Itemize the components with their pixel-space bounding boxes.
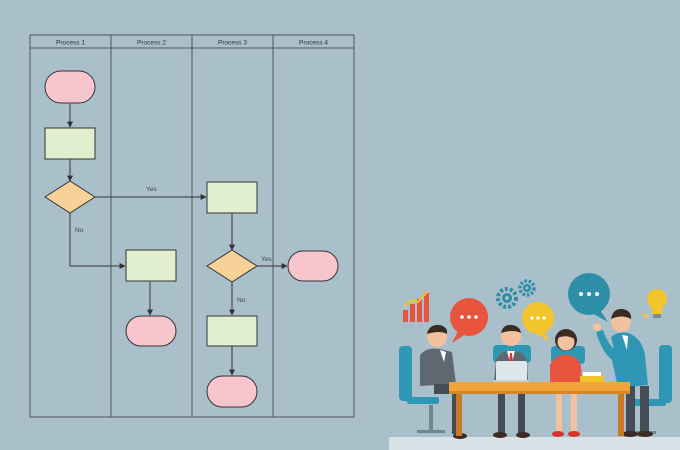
end-terminal-2 bbox=[206, 375, 258, 408]
person-woman bbox=[550, 329, 582, 437]
lane-header-process-1: Process 1 bbox=[56, 40, 85, 47]
task-process-1 bbox=[44, 127, 96, 160]
team-meeting-illustration bbox=[389, 273, 680, 450]
person-left bbox=[420, 324, 467, 439]
task-process-2 bbox=[125, 249, 177, 282]
person-center bbox=[493, 324, 530, 438]
task-process-3 bbox=[206, 181, 258, 214]
person-standing bbox=[593, 308, 653, 437]
ellipsis-bubble-icon-yellow bbox=[522, 302, 554, 342]
edge-label-no-left: No bbox=[75, 227, 84, 234]
end-terminal-process-4 bbox=[287, 250, 339, 282]
lane-header-process-2: Process 2 bbox=[137, 40, 166, 47]
floor bbox=[389, 437, 680, 450]
decision-1 bbox=[44, 180, 96, 214]
edge-label-yes-right: Yes bbox=[261, 256, 272, 263]
meeting-table bbox=[449, 372, 630, 436]
task-process-4 bbox=[206, 315, 258, 347]
edge-label-yes-top: Yes bbox=[146, 186, 157, 193]
connectors bbox=[67, 104, 288, 376]
ellipsis-bubble-icon-blue bbox=[568, 273, 610, 322]
lane-header-process-4: Process 4 bbox=[299, 40, 328, 47]
lane-header-process-3: Process 3 bbox=[218, 40, 247, 47]
swimlane-diagram: Process 1 Process 2 Process 3 Process 4 … bbox=[29, 34, 355, 418]
start-terminal bbox=[44, 70, 96, 104]
ellipsis-bubble-icon bbox=[450, 298, 488, 343]
edge-decision1-no bbox=[69, 213, 126, 269]
gear-icon bbox=[496, 279, 536, 309]
bar-chart-arrow-icon bbox=[403, 290, 429, 322]
edge-label-no-bottom: No bbox=[237, 297, 246, 304]
end-terminal-1 bbox=[125, 315, 177, 347]
decision-2 bbox=[206, 249, 258, 283]
lightbulb-icon bbox=[641, 289, 667, 318]
